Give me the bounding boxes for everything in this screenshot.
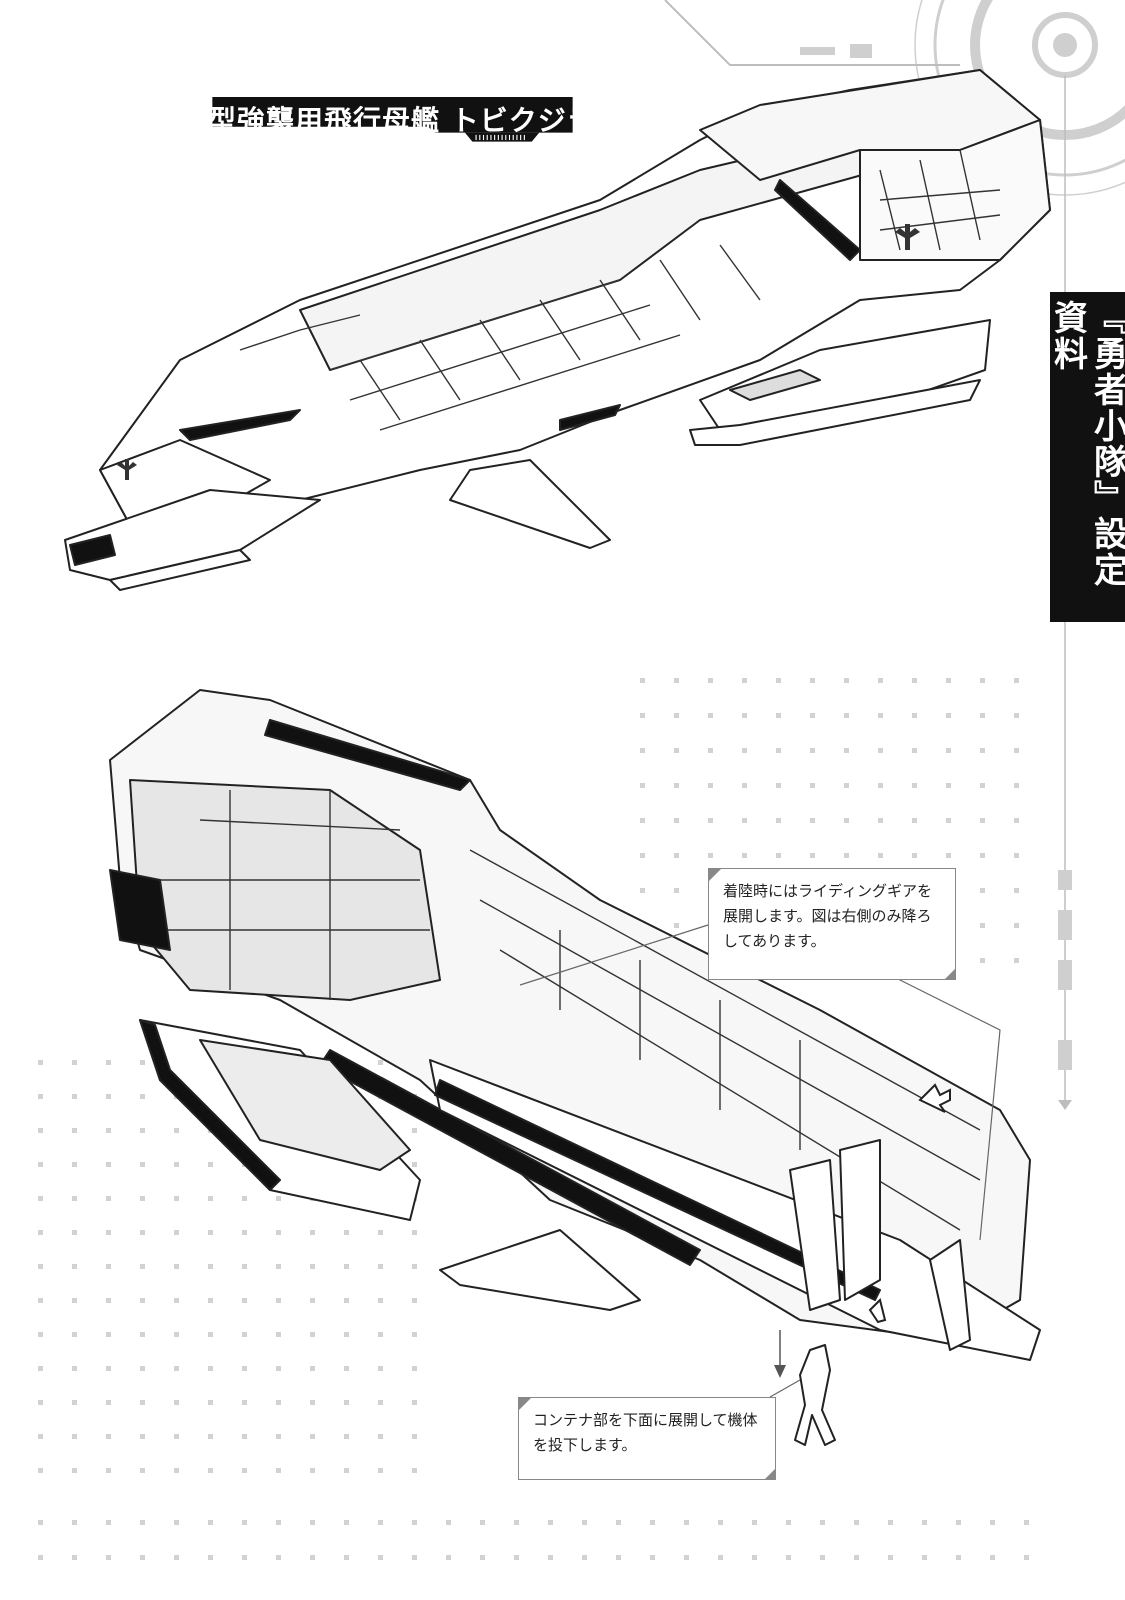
ship-underside-view-illustration [109, 689, 1041, 1446]
ship-top-view-illustration [64, 69, 1051, 591]
container-callout: コンテナ部を下面に展開して機体を投下します。 [518, 1397, 776, 1480]
tree-emblem-icon [117, 224, 920, 480]
side-label-tab [1050, 292, 1125, 622]
callout-leader-lines [519, 924, 1001, 1398]
arrow-icon [774, 1083, 951, 1378]
landing-gear-callout: 着陸時にはライディングギアを展開します。図は右側のみ降ろしてあります。 [708, 868, 956, 980]
side-label: 『勇者小隊』設定資料 [1047, 300, 1125, 588]
page-title: 【大型強襲用飛行母艦 トビクジラ】 [150, 104, 625, 137]
title-banner-shape [212, 97, 573, 142]
